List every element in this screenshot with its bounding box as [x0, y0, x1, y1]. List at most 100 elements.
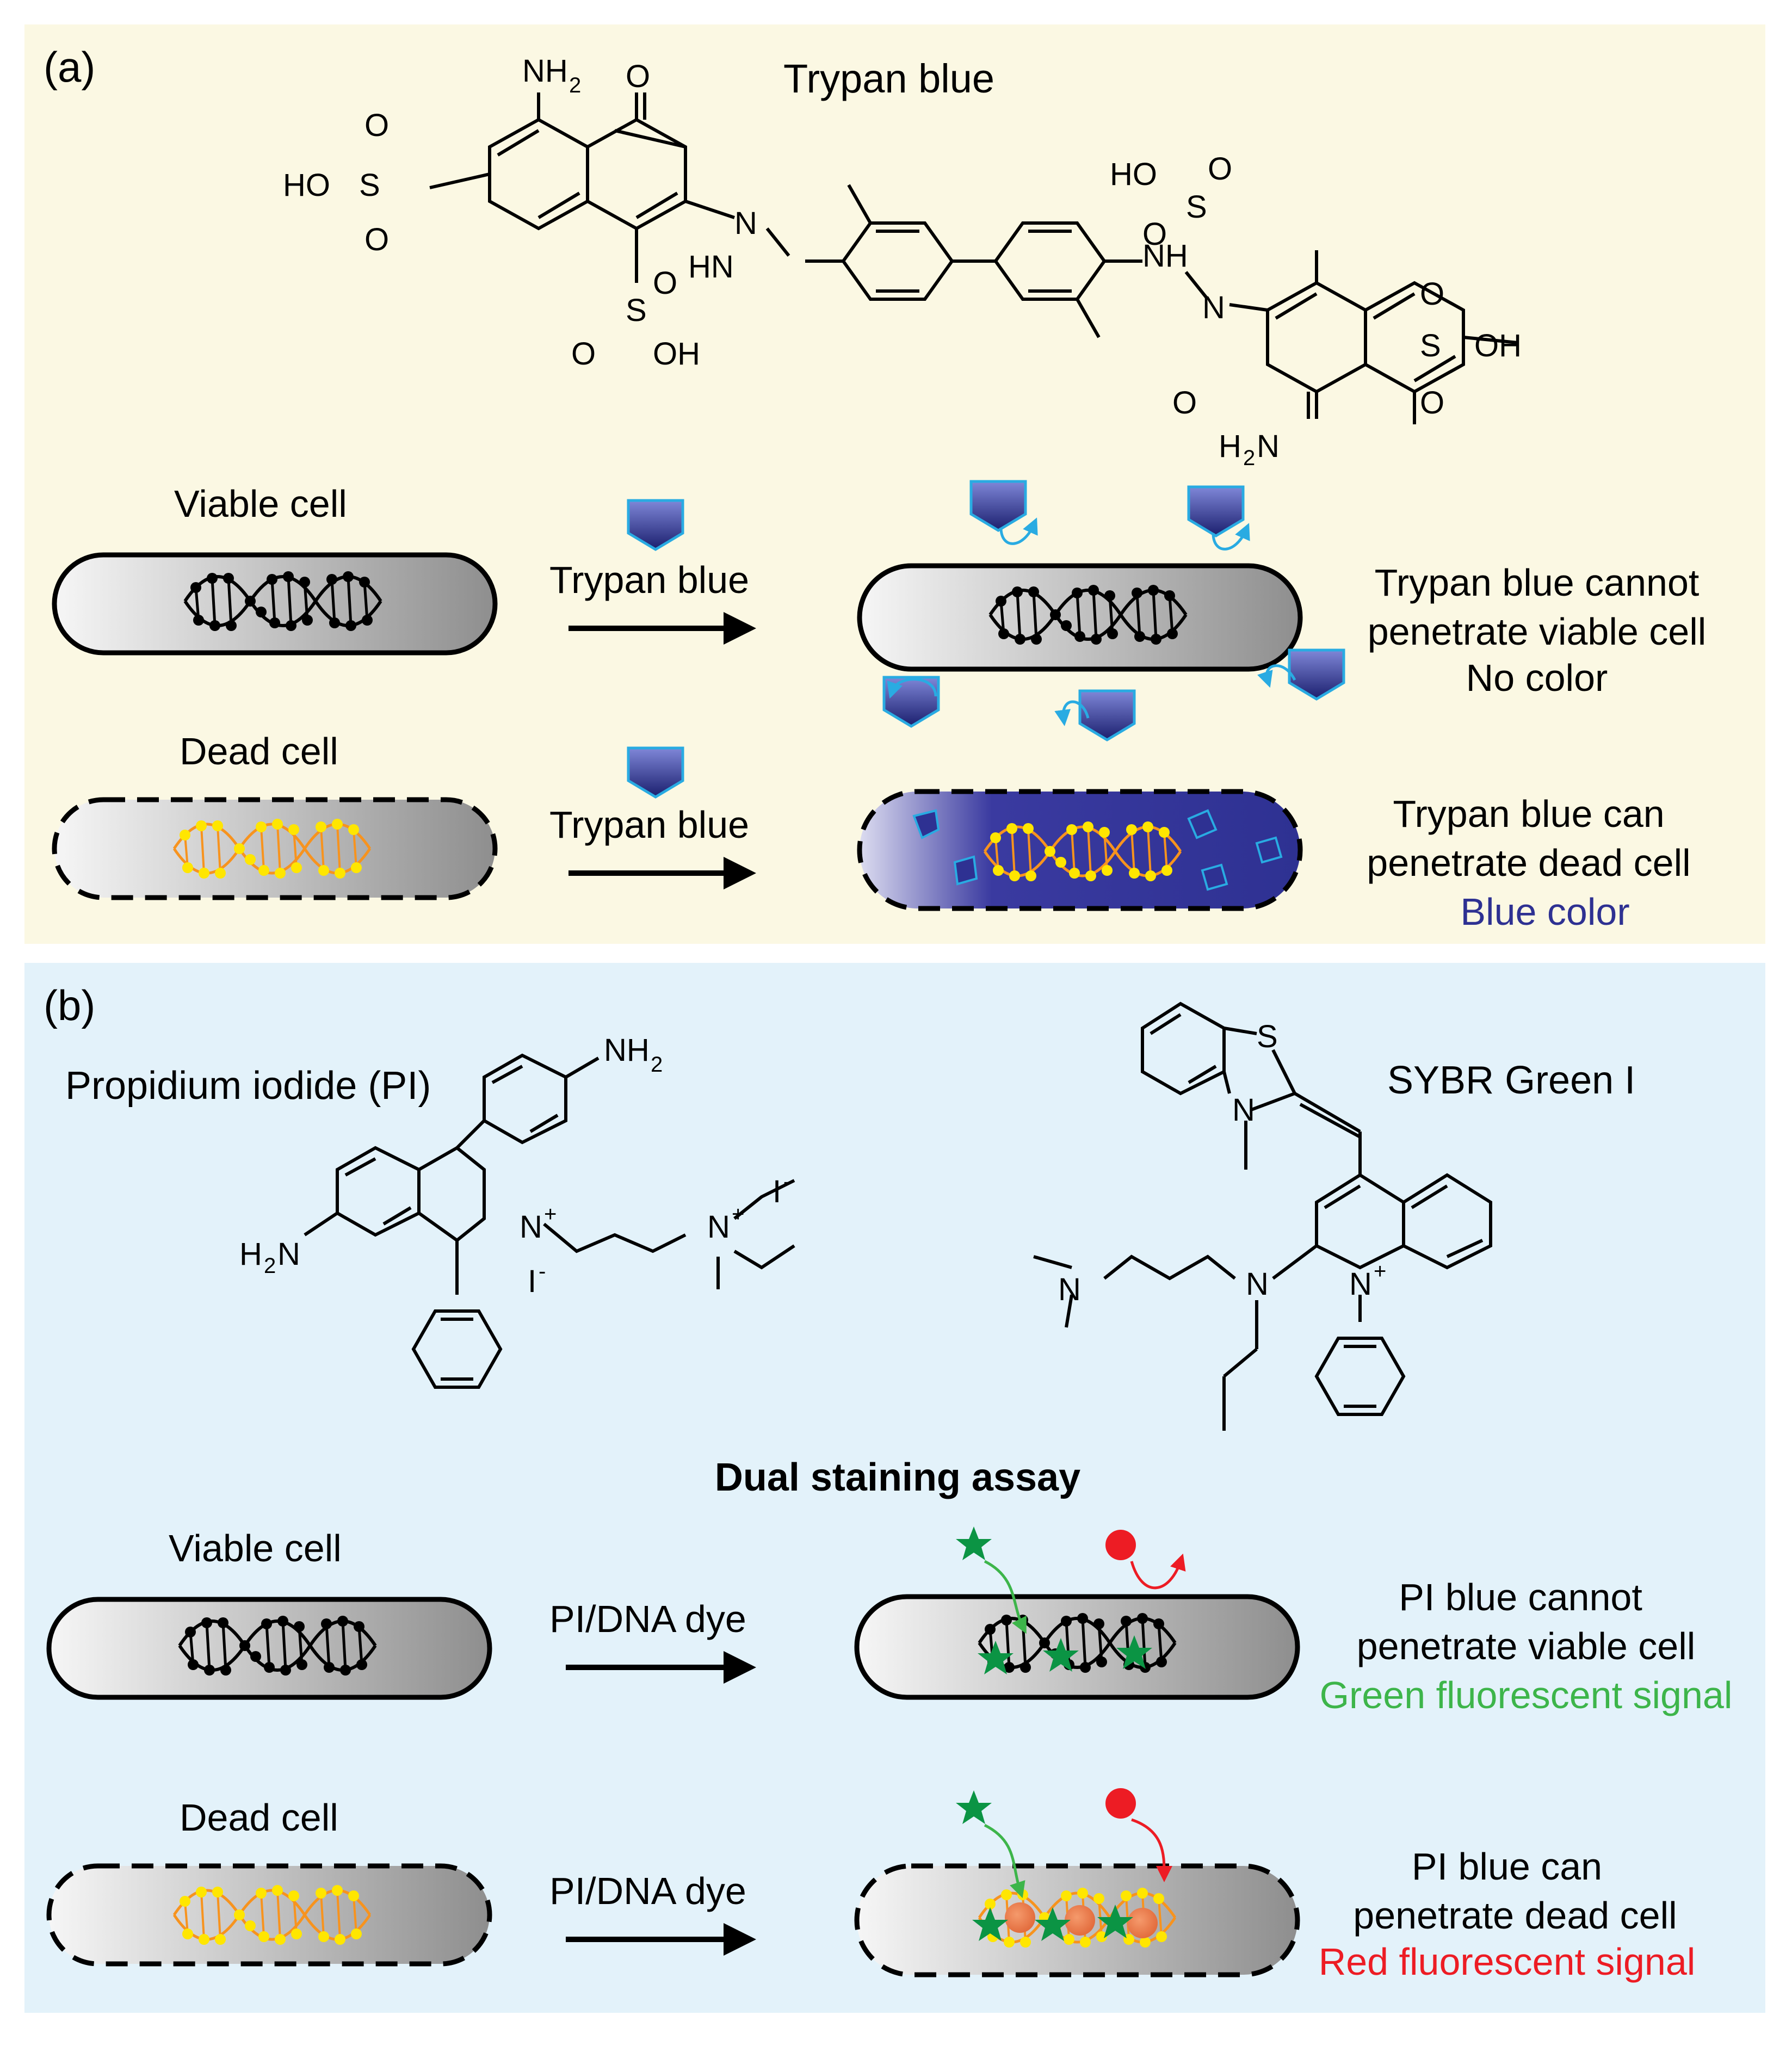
- atom-label: +: [1374, 1259, 1386, 1283]
- result-line: Trypan blue can: [1393, 793, 1664, 835]
- trypan-blue-structure: Trypan blue: [283, 53, 1522, 470]
- result-line: Green fluorescent signal: [1320, 1674, 1733, 1716]
- trypan-blue-molecule-icon: [953, 855, 978, 886]
- atom-label: I: [773, 1174, 781, 1209]
- dead-result-text: Trypan blue can penetrate dead cell Blue…: [1367, 793, 1690, 933]
- atom-label: OH: [1474, 328, 1522, 363]
- dye-label: PI/DNA dye: [549, 1870, 746, 1912]
- atom-label: +: [732, 1202, 744, 1226]
- pi-name: Propidium iodide (PI): [65, 1064, 431, 1108]
- red-pi-dot: [1105, 1530, 1136, 1560]
- atom-label: 2: [569, 73, 581, 97]
- result-line: Red fluorescent signal: [1319, 1940, 1696, 1983]
- trypan-blue-title: Trypan blue: [783, 56, 994, 101]
- atom-label: N: [1232, 1092, 1255, 1128]
- atom-label: O: [1208, 151, 1232, 187]
- dead-cell-label: Dead cell: [180, 730, 338, 772]
- trypan-blue-molecule-icon: [1255, 836, 1283, 864]
- atom-label: NH: [522, 53, 568, 89]
- result-line: penetrate viable cell: [1357, 1625, 1696, 1667]
- result-line: No color: [1466, 657, 1608, 699]
- trypan-blue-molecule-icon: [912, 809, 940, 839]
- atom-label: HO: [1110, 157, 1157, 192]
- viable-result-text: PI blue cannot penetrate viable cell Gre…: [1320, 1576, 1733, 1716]
- result-line: Blue color: [1460, 891, 1629, 933]
- atom-label: N: [734, 206, 757, 241]
- atom-label: N: [1058, 1272, 1081, 1307]
- result-line: PI blue can: [1412, 1845, 1602, 1888]
- dead-cell: [52, 797, 498, 900]
- viable-cell-after: [854, 1594, 1300, 1700]
- atom-label: H: [1219, 429, 1241, 464]
- panel-a: (a) Trypan blue: [24, 24, 1765, 944]
- atom-label: 2: [651, 1053, 663, 1077]
- atom-label: HO: [283, 168, 330, 203]
- atom-label: N: [1202, 290, 1225, 325]
- dye-label: Trypan blue: [549, 559, 749, 601]
- atom-label: +: [544, 1202, 557, 1226]
- atom-label: O: [571, 336, 596, 372]
- panel-b: (b) Propidium iodide (PI) NH 2: [24, 963, 1765, 2013]
- panel-a-background: [24, 24, 1765, 944]
- result-line: penetrate viable cell: [1368, 610, 1707, 653]
- atom-label: O: [364, 108, 389, 143]
- pi-structure: [304, 1053, 795, 1389]
- atom-label: O: [1420, 276, 1444, 312]
- atom-label: NH: [604, 1033, 650, 1068]
- atom-label: -: [783, 1170, 790, 1194]
- viable-result-text: Trypan blue cannot penetrate viable cell…: [1368, 561, 1707, 699]
- panel-b-label: (b): [44, 981, 95, 1029]
- atom-label: N: [1257, 429, 1280, 464]
- atom-label: -: [539, 1259, 546, 1283]
- panel-b-background: [24, 963, 1765, 2013]
- atom-label: NH: [1142, 238, 1188, 274]
- atom-label: HN: [688, 249, 734, 285]
- panel-a-label: (a): [44, 43, 95, 91]
- trypan-blue-molecule-icon: [1187, 809, 1218, 839]
- atom-label: S: [359, 168, 380, 203]
- atom-label: I: [528, 1264, 536, 1299]
- atom-label: S: [1186, 189, 1207, 225]
- atom-label: O: [1420, 385, 1444, 421]
- dye-label: Trypan blue: [549, 803, 749, 846]
- trypan-blue-molecule-icon: [1201, 863, 1228, 891]
- dead-result-text: PI blue can penetrate dead cell Red fluo…: [1319, 1845, 1696, 1983]
- atom-label: S: [1420, 328, 1441, 363]
- atom-label: 2: [264, 1254, 276, 1278]
- bounce-arrows: [887, 517, 1296, 726]
- sybr-structure: [1033, 1002, 1492, 1431]
- atom-label: H: [239, 1237, 262, 1272]
- atom-label: N: [520, 1209, 542, 1245]
- red-pi-dot: [1105, 1788, 1136, 1819]
- dye-label: PI/DNA dye: [549, 1598, 746, 1640]
- atom-label: N: [277, 1237, 300, 1272]
- atom-label: OH: [653, 336, 700, 372]
- atom-label: 2: [1243, 446, 1255, 470]
- atom-label: O: [1172, 385, 1197, 421]
- result-line: Trypan blue cannot: [1375, 561, 1700, 604]
- atom-label: O: [364, 222, 389, 257]
- entering-arrow: [984, 1824, 1025, 1899]
- atom-label: O: [653, 265, 677, 301]
- dead-cell-label: Dead cell: [180, 1796, 338, 1839]
- entering-arrow: [984, 1560, 1027, 1634]
- result-line: PI blue cannot: [1399, 1576, 1642, 1618]
- entering-arrow: [1131, 1818, 1172, 1882]
- viable-cell-label: Viable cell: [174, 483, 347, 525]
- atom-label: O: [626, 59, 650, 94]
- atom-label: N: [1246, 1266, 1269, 1302]
- bounce-arrow: [1130, 1553, 1186, 1590]
- atom-label: S: [626, 293, 647, 328]
- dead-cell-after: [857, 789, 1303, 911]
- viable-cell-label: Viable cell: [169, 1527, 342, 1569]
- assay-title: Dual staining assay: [715, 1456, 1080, 1499]
- dead-cell: [46, 1863, 492, 1967]
- result-line: penetrate dead cell: [1353, 1894, 1677, 1937]
- atom-label: N: [1349, 1266, 1372, 1302]
- red-pi-dot: [1065, 1905, 1095, 1936]
- result-line: penetrate dead cell: [1367, 842, 1690, 884]
- red-pi-dot: [1127, 1908, 1158, 1938]
- sybr-atom-labels: S N N N N +: [1058, 1019, 1386, 1307]
- atom-label: O: [1142, 217, 1167, 252]
- atom-label: N: [707, 1209, 730, 1245]
